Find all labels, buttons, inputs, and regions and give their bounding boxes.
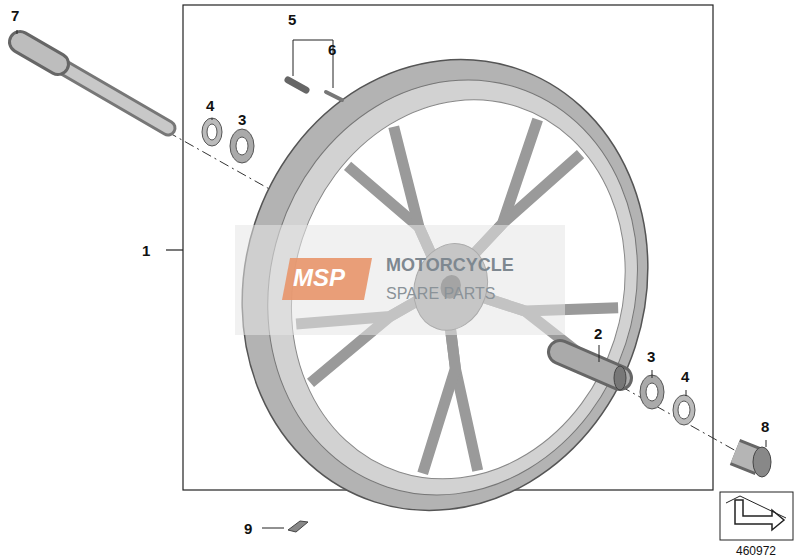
callout-number: 3 xyxy=(647,349,655,364)
drawing-number: 460972 xyxy=(736,545,776,557)
callout-number: 2 xyxy=(594,326,602,341)
spacer-parts xyxy=(17,30,771,477)
watermark-text: SPARE PARTS xyxy=(386,286,495,302)
watermark-logo xyxy=(282,258,372,300)
callout-number: 4 xyxy=(206,98,214,113)
callout-number: 3 xyxy=(238,112,246,127)
wheel xyxy=(184,6,705,560)
axle xyxy=(20,42,168,128)
callout-number: 5 xyxy=(288,12,296,27)
small-part xyxy=(262,521,308,532)
callout-number: 7 xyxy=(11,8,19,23)
watermark-text: MOTORCYCLE xyxy=(386,256,514,274)
arrow-icon xyxy=(720,492,793,540)
watermark-text: MSP xyxy=(293,266,345,290)
callout-number: 8 xyxy=(761,419,769,434)
callout-number: 6 xyxy=(328,42,336,57)
callout-number: 1 xyxy=(142,243,150,258)
leader-line xyxy=(166,249,183,250)
valve xyxy=(288,40,342,100)
watermark-band xyxy=(235,225,565,335)
callout-number: 4 xyxy=(681,369,689,384)
callout-number: 9 xyxy=(244,521,252,536)
